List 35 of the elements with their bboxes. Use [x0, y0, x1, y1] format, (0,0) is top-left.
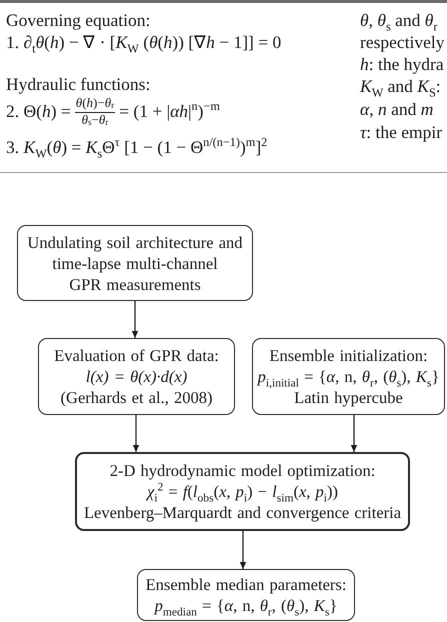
process-box [38, 338, 235, 415]
process-box [75, 452, 410, 531]
box-heading: Ensemble initialization: [269, 345, 428, 366]
box-text: Undulating soil architecture and time-lapse multi-channel GPR measurements [27, 232, 243, 294]
arrow [132, 301, 138, 338]
equation-text: 2. Θ(h) = [6, 101, 71, 122]
formula-text: p$_{i,initial}$ = {α, n, θ$_{r}$, (θ$_{s}$), K$_{s}$} [258, 366, 440, 387]
symbol-definition: θ, θ$_{s}$ and θ$_{r}$ [360, 10, 438, 31]
process-box [17, 225, 253, 301]
box-heading: 2-D hydrodynamic model optimization: [110, 460, 376, 481]
symbol-definition: τ: the empir [360, 122, 442, 143]
arrow [132, 415, 140, 452]
process-box [252, 338, 445, 415]
box-heading: Ensemble median parameters: [146, 574, 346, 595]
symbol-definition: h: the hydra [360, 54, 444, 75]
citation-text: (Gerhards et al., 2008) [60, 387, 212, 408]
fraction-numerator: θ(h)−θ$_{r}$ [74, 97, 116, 113]
equation-text: 3. K$_{W}$(θ) = K$_{s}$Θ$^{τ}$ [1 − (1 − Θ$^{n/(n−1)}$)$^{m}$]$^{2}$ [6, 137, 268, 158]
fraction-denominator: θ$_{s}$−θ$_{r}$ [82, 113, 108, 126]
arrow [350, 415, 358, 452]
arrow [240, 531, 246, 569]
section-heading: Governing equation: [6, 10, 150, 31]
definition-text: respectively [360, 32, 445, 53]
method-text: Levenberg–Marquardt and convergence criteria [84, 502, 402, 523]
equation-text: = (1 + |αh|$^{n}$)$^{−m}$ [119, 101, 220, 122]
symbol-definition: K$_{W}$ and K$_{S}$: [360, 76, 441, 97]
box-heading: Evaluation of GPR data: [54, 345, 219, 366]
process-box [137, 569, 355, 621]
formula-text: p$_{median}$ = {α, n, θ$_{r}$, (θ$_{s}$), K$_{s}$} [154, 595, 338, 616]
formula-text: χ$_{i}$$^{2}$ = f(l$_{obs}$(x, p$_{i}$) − l$_{sim}$(x, p$_{i}$)) [147, 481, 338, 502]
method-text: Latin hypercube [294, 388, 403, 408]
equation-text: 1. ∂$_{t}$θ(h) − ∇ · [K$_{W}$ (θ(h)) [∇h − 1]] = 0 [6, 32, 282, 53]
formula-text: l(x) = θ(x)·d(x) [86, 366, 188, 387]
symbol-definition: α, n and m [360, 99, 434, 120]
section-heading: Hydraulic functions: [6, 74, 150, 95]
